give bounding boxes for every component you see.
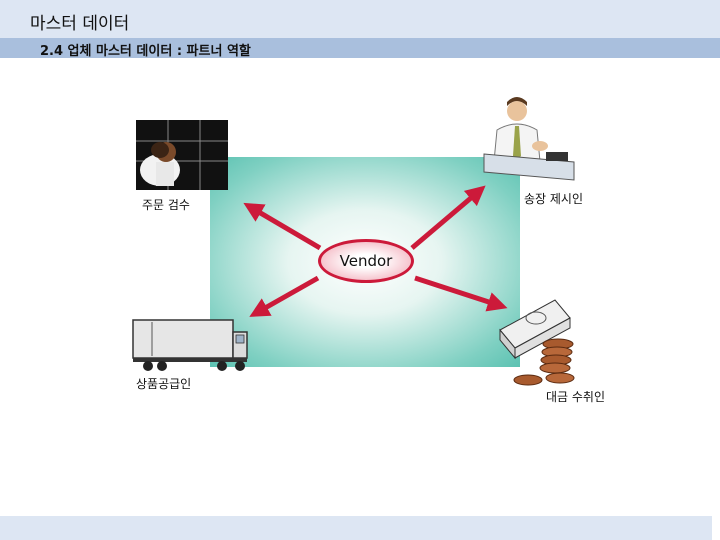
arrow-to-payee [414, 275, 508, 312]
goods-supplier-label: 상품공급인 [136, 377, 192, 391]
arrow-to-goods-supplier [249, 275, 320, 317]
goods-supplier-icon [132, 319, 248, 371]
arrow-to-invoice-presenter [410, 185, 486, 250]
invoice-presenter-label: 송장 제시인 [524, 192, 584, 206]
payee-label: 대금 수취인 [546, 390, 606, 404]
vendor-node: Vendor [318, 239, 414, 283]
section-subtitle: 2.4 업체 마스터 데이터 : 파트너 역할 [40, 44, 251, 59]
page-title: 마스터 데이터 [30, 14, 130, 34]
payee-icon [499, 299, 575, 386]
order-receiver-icon [136, 120, 228, 190]
invoice-presenter-icon [483, 97, 575, 181]
subtitle-bar [0, 38, 720, 58]
footer-bar [0, 516, 712, 540]
order-receiver-label: 주문 검수 [142, 198, 190, 212]
title-bar [0, 0, 720, 38]
arrow-to-order-receiver [243, 202, 322, 251]
